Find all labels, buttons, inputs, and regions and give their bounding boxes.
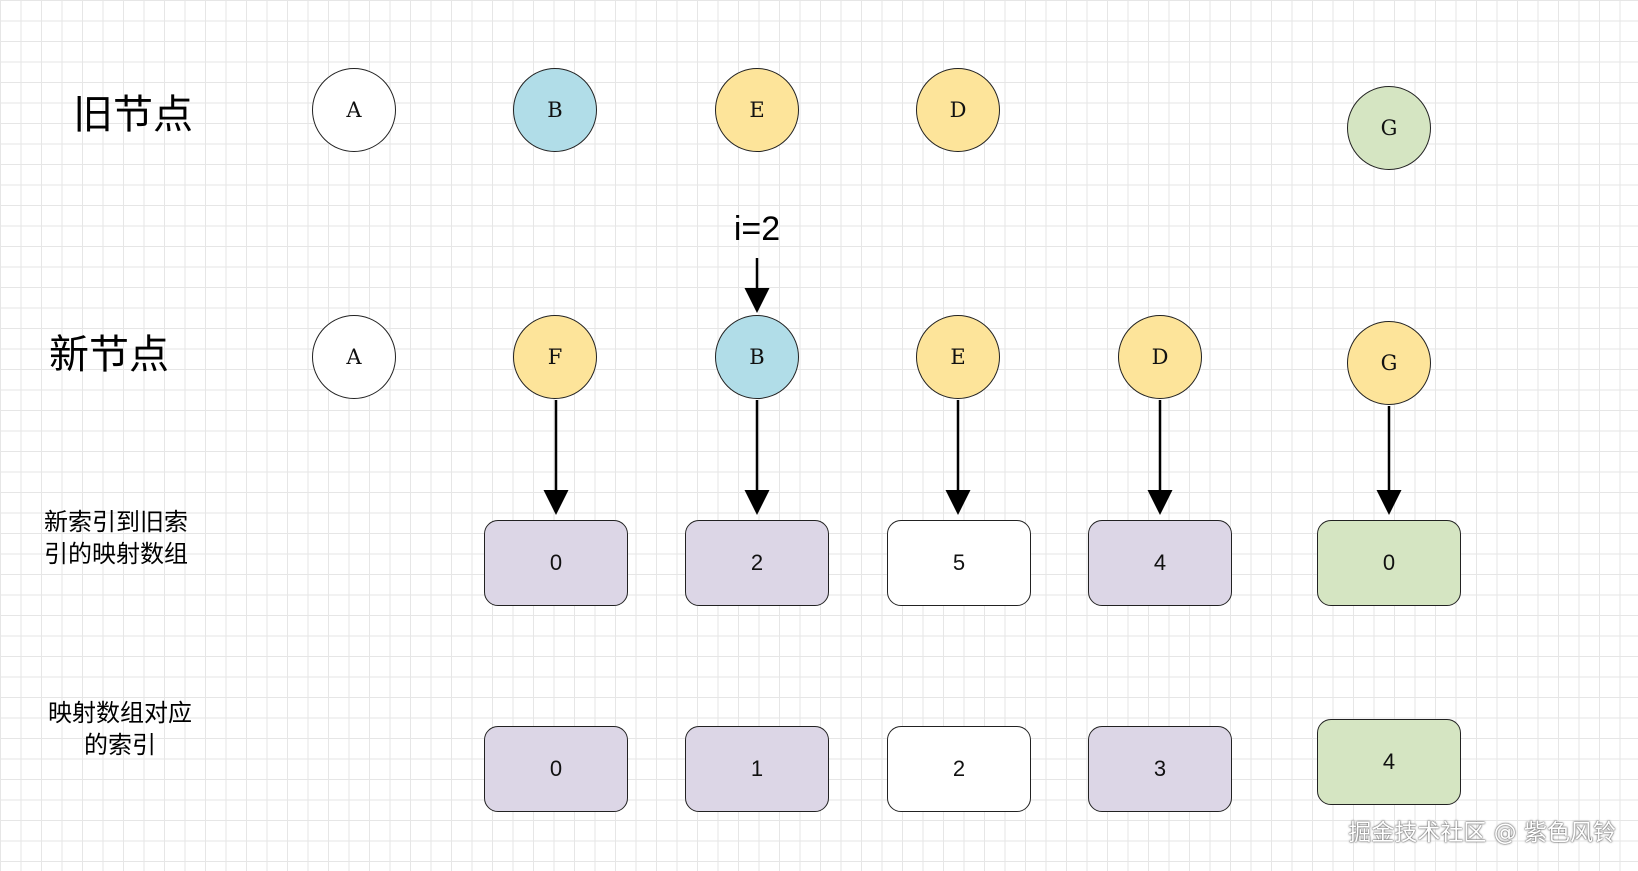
mapping-cell-4: 0 [1317,520,1461,606]
new-node-a: A [312,315,396,399]
index-cell-2: 2 [887,726,1031,812]
mapping-array-label-line2: 引的映射数组 [44,540,188,568]
index-cell-0: 0 [484,726,628,812]
new-node-b: B [715,315,799,399]
index-array-label: 映射数组对应 的索引 [30,697,210,761]
old-node-d: D [916,68,1000,152]
mapping-cell-1: 2 [685,520,829,606]
new-node-g: G [1347,321,1431,405]
old-node-g: G [1347,86,1431,170]
new-node-f: F [513,315,597,399]
new-node-e: E [916,315,1000,399]
index-array-label-line1: 映射数组对应 [48,699,192,727]
old-node-a: A [312,68,396,152]
new-nodes-label: 新节点 [49,332,169,378]
new-node-d: D [1118,315,1202,399]
index-array-label-line2: 的索引 [84,731,156,759]
mapping-array-label: 新索引到旧索 引的映射数组 [26,506,206,570]
mapping-cell-0: 0 [484,520,628,606]
index-cell-4: 4 [1317,719,1461,805]
old-node-b: B [513,68,597,152]
mapping-cell-2: 5 [887,520,1031,606]
index-cell-3: 3 [1088,726,1232,812]
mapping-array-label-line1: 新索引到旧索 [44,508,188,536]
old-nodes-label: 旧节点 [73,92,193,138]
mapping-cell-3: 4 [1088,520,1232,606]
old-node-e: E [715,68,799,152]
index-cell-1: 1 [685,726,829,812]
pointer-label: i=2 [733,210,781,248]
watermark: 掘金技术社区 @ 紫色风铃 [1348,820,1616,846]
